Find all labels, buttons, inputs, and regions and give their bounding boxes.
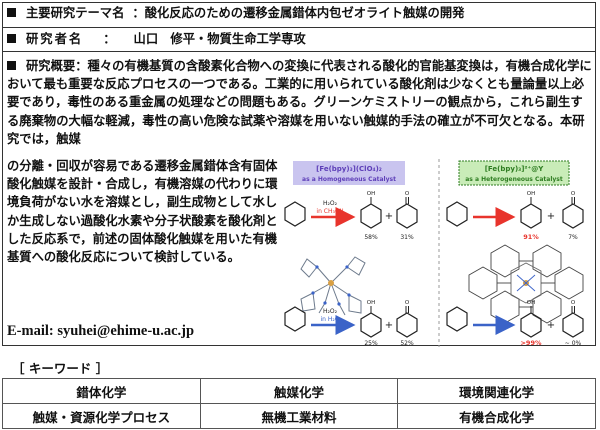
keyword-cell: 無機工業材料 [199,403,399,429]
keyword-cell: 錯体化学 [2,378,201,404]
cyclohexanone-icon [396,203,418,229]
cyclohexanone-icon [562,203,584,229]
summary-label: 研究概要 [26,59,76,73]
yield-label: 7% [568,234,578,241]
table-row: 錯体化学 触媒化学 環境関連化学 [2,378,596,404]
heterogeneous-catalyst-subtitle: as a Heterogeneous Catalyst [465,176,563,183]
researcher-label: 研究者名 [26,32,84,46]
bullet-square [7,61,16,70]
summary-continued: の分離・回収が容易である遷移金属錯体含有固体酸化触媒を設計・合成し，有機溶媒の代… [7,159,278,265]
yield-label: >99% [520,339,541,347]
hydroxyl-label: OH [527,191,535,197]
solvent-label: in CH₃CN [316,208,343,215]
hydroxyl-label: OH [367,191,375,197]
researcher-value: 山口 修平・物質生命工学専攻 [133,32,306,46]
theme-sep: ： [132,6,145,20]
oxidant-label: H₂O₂ [323,308,338,315]
cyclohexanol-icon [520,312,542,338]
summary-sep: ： [75,59,88,73]
reaction-scheme: [Fe(bpy)₃](ClO₄)₂ as a Homogeneous Catal… [284,159,584,347]
cyclohexane-icon [446,306,468,332]
homogeneous-catalyst-formula: [Fe(bpy)₃](ClO₄)₂ [316,165,382,173]
bullet-square [7,34,16,43]
carbonyl-label: O [571,191,576,197]
plus-sign: + [547,320,555,331]
yield-label: 58% [364,234,378,241]
summary-paragraph: 研究概要：種々の有機基質の含酸素化合物への変換に代表される酸化的官能基変換は，有… [7,57,593,148]
homogeneous-catalyst-subtitle: as a Homogeneous Catalyst [302,176,396,183]
theme-row: 主要研究テーマ名 ：酸化反応のための遷移金属錯体内包ゼオライト触媒の開発 [7,5,464,22]
cyclohexane-icon [446,201,468,227]
theme-value: 酸化反応のための遷移金属錯体内包ゼオライト触媒の開発 [144,6,465,20]
cyclohexanone-icon [562,312,584,338]
plus-sign: + [547,211,555,222]
heterogeneous-catalyst-box [458,160,570,186]
heterogeneous-catalyst-formula: [Fe(bpy)₃]²⁺@Y [485,165,544,173]
zeolite-cage-structure [468,244,584,324]
hydroxyl-label: OH [367,300,375,306]
cyclohexanol-icon [520,203,542,229]
summary-frame: 主要研究テーマ名：酸化反応のための遷移金属錯体内包ゼオライト触媒の開発 研究者名… [2,2,596,347]
bullet-square [7,8,16,17]
yield-label: 52% [400,340,414,347]
carbonyl-label: O [571,300,576,306]
keyword-cell: 触媒・資源化学プロセス [2,403,201,429]
cyclohexanol-icon [360,312,382,338]
researcher-sep: ： [103,32,116,46]
cyclohexane-icon [284,201,306,227]
divider [3,27,595,28]
hydroxyl-label: OH [527,300,535,306]
keywords-table: 錯体化学 触媒化学 環境関連化学 触媒・資源化学プロセス 無機工業材料 有機合成… [2,378,596,429]
solvent-label: in H₂O [320,316,339,323]
researcher-row: 研究者名 ： 山口 修平・物質生命工学専攻 [7,31,306,48]
email-address: E-mail: syuhei@ehime-u.ac.jp [7,323,195,339]
yield-label: 31% [400,234,414,241]
cyclohexanone-icon [396,312,418,338]
summary-lead: 種々の有機基質の含酸素化合物への変換に代表される酸化的官能基変換は，有機合成化学… [7,59,592,146]
yield-label: 91% [523,233,539,241]
plus-sign: + [385,320,393,331]
yield-label: ~ 0% [565,340,582,347]
theme-label: 主要研究テーマ名 [26,6,125,20]
keyword-cell: 有機合成化学 [397,403,596,429]
carbonyl-label: O [405,300,410,306]
cyclohexane-icon [284,306,306,332]
carbonyl-label: O [405,191,410,197]
cyclohexanol-icon [360,203,382,229]
iron-complex-structure [300,256,366,316]
plus-sign: + [385,211,393,222]
oxidant-label: H₂O₂ [323,200,338,207]
table-row: 触媒・資源化学プロセス 無機工業材料 有機合成化学 [2,403,596,429]
keywords-title: ［ キーワード ］ [12,361,109,376]
keyword-cell: 環境関連化学 [397,378,596,404]
yield-label: 25% [364,340,378,347]
divider [3,51,595,52]
keyword-cell: 触媒化学 [199,378,399,404]
homogeneous-catalyst-box [293,161,405,185]
